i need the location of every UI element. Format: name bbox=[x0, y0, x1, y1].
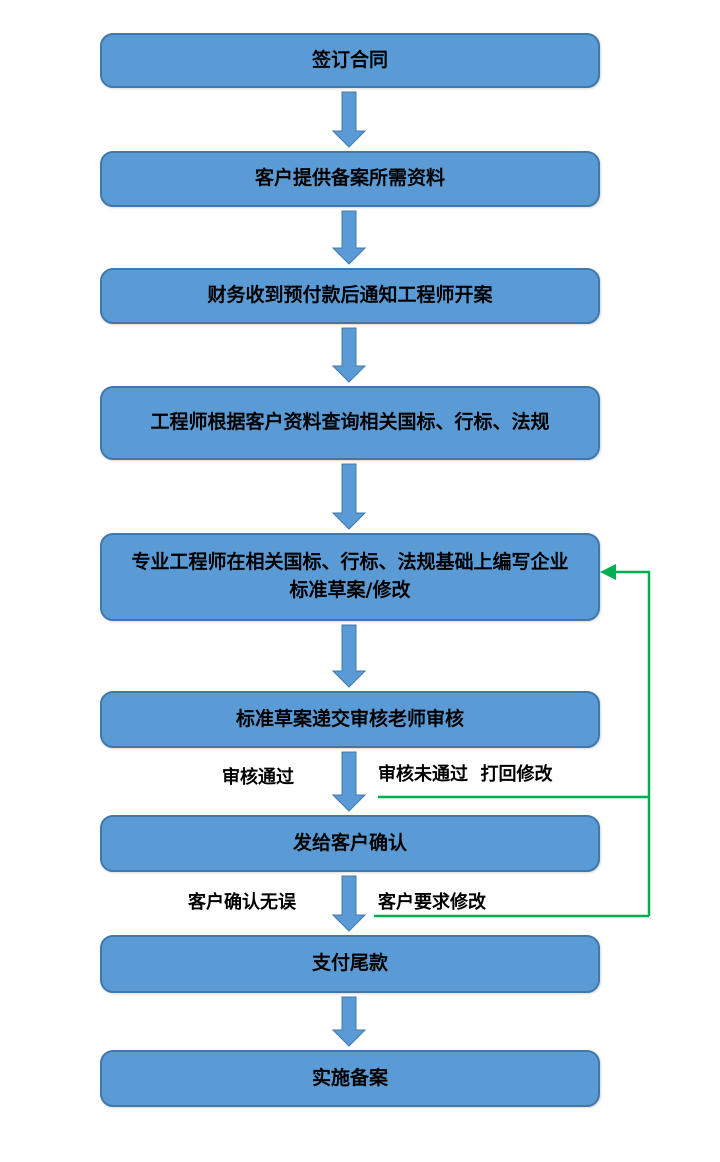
flow-arrow-7 bbox=[331, 875, 367, 932]
node-submit-draft-review: 标准草案递交审核老师审核 bbox=[100, 691, 600, 748]
branch-label-customer-modify: 客户要求修改 bbox=[378, 892, 486, 913]
branch-label-customer-ok: 客户确认无误 bbox=[188, 892, 296, 913]
flow-arrow-2 bbox=[331, 210, 367, 265]
flow-arrow-1 bbox=[331, 91, 367, 148]
flow-arrow-5 bbox=[331, 624, 367, 688]
node-send-customer-confirm: 发给客户确认 bbox=[100, 815, 600, 872]
flow-arrow-6 bbox=[331, 751, 367, 812]
node-draft-enterprise-standard: 专业工程师在相关国标、行标、法规基础上编写企业标准草案/修改 bbox=[100, 533, 600, 621]
flow-arrow-3 bbox=[331, 327, 367, 383]
flow-arrow-4 bbox=[331, 463, 367, 530]
branch-label-review-pass: 审核通过 bbox=[222, 767, 294, 788]
node-sign-contract: 签订合同 bbox=[100, 33, 600, 88]
node-pay-balance: 支付尾款 bbox=[100, 935, 600, 993]
flow-arrow-8 bbox=[331, 996, 367, 1047]
node-customer-materials: 客户提供备案所需资料 bbox=[100, 151, 600, 207]
feedback-arrowhead-icon bbox=[600, 564, 616, 580]
node-finance-notify-engineer: 财务收到预付款后通知工程师开案 bbox=[100, 268, 600, 324]
node-implement-filing: 实施备案 bbox=[100, 1050, 600, 1107]
branch-label-review-fail: 审核未通过 打回修改 bbox=[378, 764, 553, 785]
node-engineer-query-standards: 工程师根据客户资料查询相关国标、行标、法规 bbox=[100, 386, 600, 460]
